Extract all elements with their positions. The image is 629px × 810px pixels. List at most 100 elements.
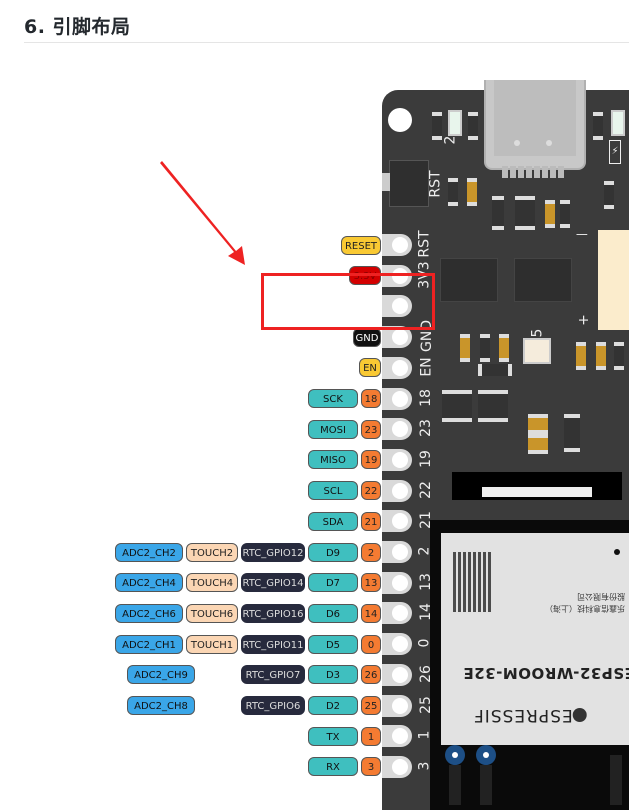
pin-tag-rtc: RTC_GPIO11	[241, 634, 305, 654]
smd-resistor	[448, 178, 458, 206]
pin-hole	[382, 541, 412, 563]
pin-hole	[382, 387, 412, 410]
module-company: 乐鑫信息科技（上海） 股份有限公司	[545, 590, 625, 614]
pin-hole	[382, 295, 412, 318]
silk-minus: |	[574, 232, 588, 237]
pin-hole	[382, 571, 412, 594]
pin-tag-num: 13	[361, 573, 381, 593]
pin-tag-num: 0	[361, 634, 381, 654]
pin-tag-num: 25	[361, 696, 381, 715]
pin-tag-num: 18	[361, 389, 381, 408]
pin-tag-num: 22	[361, 481, 381, 501]
pin-silk-label: 14	[417, 603, 434, 622]
smd-capacitor	[596, 342, 606, 370]
ic-chip-2	[514, 258, 572, 302]
pin-silk-label: 19	[417, 449, 434, 468]
pin-tag-num: 1	[361, 726, 381, 746]
smd-capacitor	[545, 200, 555, 228]
pin-silk-label: 22	[417, 480, 434, 499]
smd-inductor	[515, 196, 535, 230]
silk-rst-button: RST	[427, 170, 444, 198]
arrow-annotation	[160, 161, 245, 265]
pin-tag-black: GND	[353, 327, 381, 347]
pin-tag-func: SCL	[308, 481, 358, 501]
pin-tag-adc: ADC2_CH9	[127, 665, 195, 685]
pin-tag-adc: ADC2_CH8	[127, 696, 195, 715]
pin-tag-rtc: RTC_GPIO12	[241, 542, 305, 562]
pin-tag-num: 14	[361, 603, 381, 623]
ic-chip-1	[440, 258, 498, 302]
smd-resistor	[468, 112, 478, 140]
module-brand: ESPRESSIF	[473, 705, 591, 725]
pin-tag-func: SCK	[308, 389, 358, 408]
pin-tag-func: D3	[308, 665, 358, 685]
pin-tag-rtc: RTC_GPIO6	[241, 696, 305, 715]
pin-tag-func: D5	[308, 634, 358, 654]
qr-code	[453, 552, 493, 612]
battery-connector	[598, 230, 629, 330]
espressif-logo-icon	[572, 708, 587, 722]
pin-hole	[382, 479, 412, 502]
arrow-icon	[160, 161, 245, 265]
smd-capacitor	[460, 334, 470, 362]
pin-tag-func: D2	[308, 696, 358, 715]
pin-silk-label: 0	[416, 638, 433, 648]
pin-tag-adc: ADC2_CH2	[115, 542, 183, 562]
pin-hole	[382, 633, 412, 656]
pin-tag-adc: ADC2_CH4	[115, 573, 183, 593]
smd-capacitor	[467, 178, 477, 206]
pin-tag-touch: TOUCH2	[186, 542, 238, 562]
antenna-pad	[476, 745, 496, 765]
module-brand-text: ESPRESSIF	[473, 705, 573, 725]
pin-tag-num: 19	[361, 450, 381, 470]
pin-silk-label: 13	[417, 572, 434, 591]
mounting-hole	[388, 108, 412, 132]
pin-hole	[382, 602, 412, 625]
pin-tag-func: SDA	[308, 511, 358, 531]
pin-silk-label: 25	[417, 695, 434, 714]
pin-hole	[382, 725, 412, 748]
usb-c-pins	[502, 166, 564, 178]
reset-button[interactable]	[382, 160, 429, 207]
section-heading: 6. 引脚布局	[24, 16, 131, 38]
led-indicator	[448, 110, 462, 136]
pin-tag-rtc: RTC_GPIO16	[241, 603, 305, 623]
transistor	[442, 390, 472, 422]
pin-tag-adc: ADC2_CH1	[115, 634, 183, 654]
transistor	[478, 390, 508, 422]
led-charge	[611, 110, 625, 136]
smd-capacitor	[528, 414, 548, 434]
pin-hole	[382, 418, 412, 441]
smd-resistor	[604, 181, 614, 209]
pin-hole	[382, 234, 412, 256]
pin-tag-touch: TOUCH6	[186, 603, 238, 623]
pin-silk-label: 1	[416, 730, 433, 740]
smd-capacitor	[576, 342, 586, 370]
module-company-line2: 股份有限公司	[577, 592, 625, 601]
battery-icon: ⚡	[609, 140, 621, 164]
pin-hole	[382, 694, 412, 717]
pin-tag-func: MISO	[308, 450, 358, 470]
pin-tag-num: 21	[361, 511, 381, 531]
smd-resistor	[593, 112, 603, 140]
pin-tag-num: 3	[361, 757, 381, 777]
pin-silk-label: 2	[416, 546, 433, 556]
module-company-line1: 乐鑫信息科技（上海）	[545, 604, 625, 613]
antenna-trace	[449, 765, 461, 805]
pin-tag-func: D7	[308, 573, 358, 593]
ic-small	[564, 414, 580, 452]
antenna-trace	[610, 755, 622, 805]
smd-resistor	[614, 342, 624, 370]
pin-tag-adc: ADC2_CH6	[115, 603, 183, 623]
antenna-trace	[480, 765, 492, 805]
pin-silk-label: 3	[416, 761, 433, 771]
pin-silk-label: RST	[416, 230, 433, 258]
pin-hole	[382, 755, 412, 778]
silk-led2: 2	[442, 135, 459, 145]
silk-plus: +	[575, 314, 592, 326]
antenna-pad	[445, 745, 465, 765]
pin-tag-touch: TOUCH4	[186, 573, 238, 593]
smd-capacitor	[499, 334, 509, 362]
pin-silk-label: 23	[417, 419, 434, 438]
pin-tag-rtc: RTC_GPIO14	[241, 573, 305, 593]
